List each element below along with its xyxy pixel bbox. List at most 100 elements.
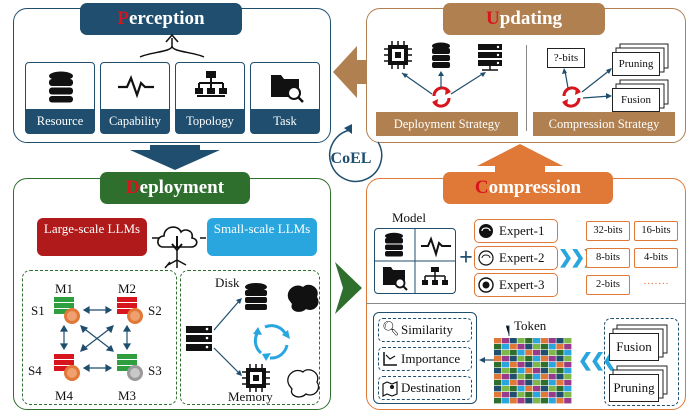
model-m2: M2 (118, 281, 137, 296)
compression-title: Compression (443, 172, 613, 204)
model-m3: M3 (118, 388, 137, 403)
token-cell (564, 356, 572, 362)
token-cell (501, 350, 509, 356)
token-cell (501, 398, 509, 404)
expert-1-box: Expert-1 (474, 219, 558, 243)
token-cell (501, 374, 509, 380)
brain-outline-icon (287, 369, 320, 398)
token-cell (548, 362, 556, 368)
token-cell (494, 368, 502, 374)
bits-32: 32-bits (586, 221, 630, 241)
database-icon (432, 42, 450, 68)
coel-label: CoEL (330, 150, 372, 167)
topology-label: Topology (176, 109, 244, 133)
plus-sign: + (459, 245, 473, 271)
disk-database-icon (245, 283, 267, 310)
brain-icon (479, 224, 493, 238)
bits-note: ?-bits (547, 48, 585, 68)
token-cell (556, 338, 564, 344)
token-cell (556, 350, 564, 356)
token-cell (509, 338, 517, 344)
hierarchy-icon (195, 71, 227, 97)
token-cell (509, 362, 517, 368)
token-cell (509, 392, 517, 398)
server-s1: S1 (31, 303, 45, 318)
token-cell (525, 380, 533, 386)
token-cell (533, 356, 541, 362)
token-cell (548, 350, 556, 356)
token-cell (501, 338, 509, 344)
token-cell (548, 374, 556, 380)
importance-chart-icon (383, 352, 397, 366)
token-cell (540, 368, 548, 374)
token-cell (525, 398, 533, 404)
token-cell (494, 374, 502, 380)
storage-box (180, 270, 320, 405)
bits-ellipsis: ······· (643, 278, 669, 290)
bits-4: 4-bits (634, 248, 678, 268)
token-cell (494, 356, 502, 362)
token-cell (517, 362, 525, 368)
token-cell (540, 392, 548, 398)
server-brain-icon-4 (54, 354, 80, 381)
token-cell (556, 368, 564, 374)
brain-head-icon (478, 277, 494, 293)
updating-title: Updating (443, 3, 605, 35)
small-llms-box: Small-scale LLMs (207, 218, 317, 256)
token-cell (556, 362, 564, 368)
token-cell (509, 386, 517, 392)
token-cell (540, 338, 548, 344)
task-card: Task (250, 62, 320, 134)
token-cell (533, 344, 541, 350)
server-s4: S4 (28, 363, 42, 378)
token-cell (564, 380, 572, 386)
token-cell (540, 350, 548, 356)
token-cell (564, 350, 572, 356)
right-arrow-icon (335, 262, 362, 314)
compression-refresh-icon (562, 86, 581, 108)
model-m1: M1 (55, 281, 74, 296)
database-icon (385, 232, 403, 257)
token-cell (509, 374, 517, 380)
token-cell (494, 398, 502, 404)
token-cell (501, 386, 509, 392)
similarity-box: 🔍︎ Similarity (378, 318, 472, 342)
token-cell (509, 356, 517, 362)
token-cell (548, 380, 556, 386)
token-cell (517, 374, 525, 380)
feedback-arrow-icon (333, 46, 366, 98)
token-cell (564, 398, 572, 404)
capability-card: Capability (100, 62, 170, 134)
model-label: Model (392, 210, 426, 225)
token-cell (501, 362, 509, 368)
token-cell (517, 356, 525, 362)
token-cell (517, 386, 525, 392)
updating-pruning-doc: Pruning (612, 52, 660, 76)
model-m4: M4 (55, 388, 74, 403)
pulse-icon (421, 236, 451, 258)
bits-16: 16-bits (634, 221, 678, 241)
token-cell (501, 344, 509, 350)
token-cell (517, 350, 525, 356)
resource-label: Resource (26, 109, 94, 133)
task-label: Task (251, 109, 319, 133)
memory-label: Memory (228, 389, 273, 404)
token-cell (533, 386, 541, 392)
token-cell (517, 380, 525, 386)
model-server-box (22, 270, 177, 405)
token-cell (525, 368, 533, 374)
token-cell (501, 356, 509, 362)
token-cell (540, 362, 548, 368)
similarity-search-icon: 🔍︎ (382, 322, 400, 337)
server-brain-icon-2 (117, 297, 143, 324)
token-cell (533, 368, 541, 374)
token-cell (517, 338, 525, 344)
token-cell (501, 392, 509, 398)
token-cell (556, 380, 564, 386)
token-cell (517, 392, 525, 398)
token-cell (548, 368, 556, 374)
